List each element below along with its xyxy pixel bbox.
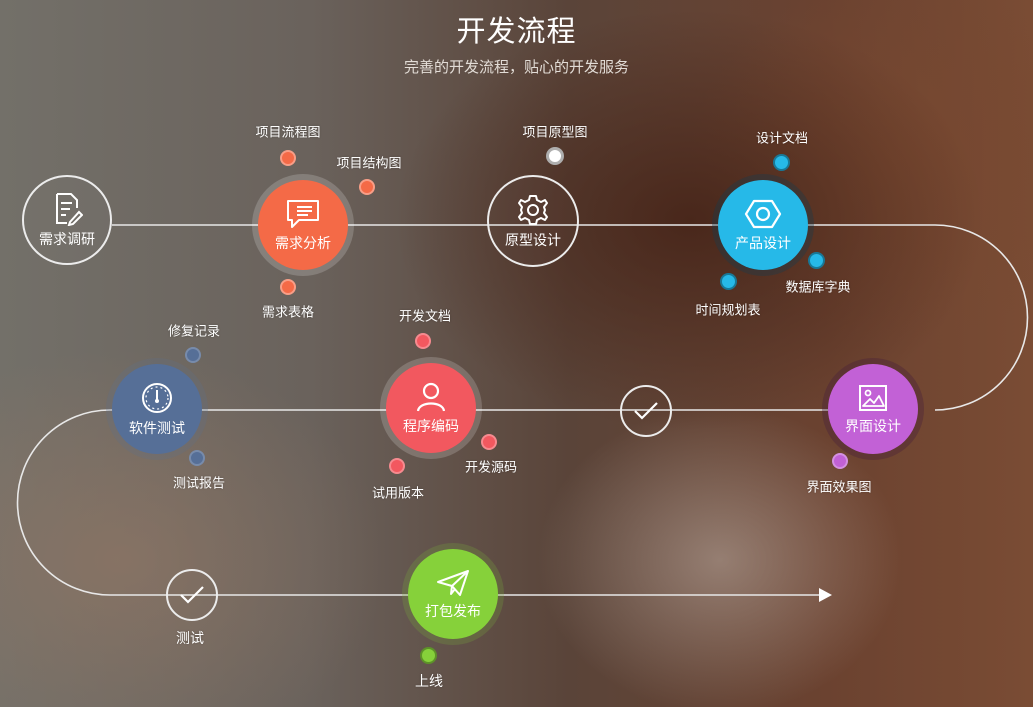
label-flow-chart: 项目流程图 [255,125,321,141]
step-release[interactable]: 打包发布 [408,549,498,639]
step-release-label: 打包发布 [425,603,481,620]
step-prototype-label: 原型设计 [505,232,561,249]
dot-online [420,647,437,664]
step-product-design[interactable]: 产品设计 [718,180,808,270]
step-research-label: 需求调研 [39,231,95,248]
step-analysis[interactable]: 需求分析 [258,180,348,270]
checkpoint-test[interactable] [166,569,218,621]
dot-ui-effect [832,453,848,469]
dot-structure-chart [359,179,375,195]
label-fix-log: 修复记录 [167,324,221,340]
arrow-head [819,588,832,602]
document-pencil-icon [56,192,83,226]
label-trial-version: 试用版本 [371,486,425,502]
step-coding[interactable]: 程序编码 [386,363,476,453]
path-row-1 [112,224,1029,411]
dot-fix-log [185,347,201,363]
page-title: 开发流程 [456,14,577,48]
hexagon-icon [744,199,782,228]
dot-source-code [481,434,497,450]
check-icon [180,586,204,604]
label-structure-chart: 项目结构图 [336,156,402,172]
label-schedule: 时间规划表 [695,303,761,319]
dot-schedule [720,273,737,290]
label-design-doc: 设计文档 [755,131,809,147]
label-ui-effect: 界面效果图 [806,480,872,496]
gauge-icon [142,382,172,413]
step-research[interactable]: 需求调研 [22,175,112,265]
dot-dev-doc [415,333,431,349]
label-test: 测试 [176,631,204,647]
check-icon [634,402,658,420]
step-testing-label: 软件测试 [129,420,185,437]
step-coding-label: 程序编码 [403,418,459,435]
user-icon [416,382,446,411]
checkpoint-middle[interactable] [620,385,672,437]
label-requirement-table: 需求表格 [261,305,315,321]
dot-data-dictionary [808,252,825,269]
label-dev-doc: 开发文档 [398,309,452,325]
gear-icon [518,194,548,225]
step-ui-design-label: 界面设计 [845,418,901,435]
dot-prototype-chart [546,147,564,165]
step-product-design-label: 产品设计 [735,235,791,252]
dot-test-report [189,450,205,466]
label-test-report: 测试报告 [172,476,226,492]
dot-trial-version [389,458,405,474]
step-ui-design[interactable]: 界面设计 [828,364,918,454]
path-row-2 [16,409,828,596]
label-prototype-chart: 项目原型图 [522,125,588,141]
label-online: 上线 [415,674,443,690]
chat-bubble-icon [287,199,319,228]
label-data-dictionary: 数据库字典 [785,280,851,296]
step-prototype[interactable]: 原型设计 [487,175,579,267]
image-icon [859,384,887,411]
label-source-code: 开发源码 [464,460,518,476]
paper-plane-icon [437,569,469,596]
dot-design-doc [773,154,790,171]
page-subtitle: 完善的开发流程，贴心的开发服务 [403,58,629,76]
step-analysis-label: 需求分析 [275,235,331,252]
step-testing[interactable]: 软件测试 [112,364,202,454]
dot-requirement-table [280,279,296,295]
dot-flow-chart [280,150,296,166]
